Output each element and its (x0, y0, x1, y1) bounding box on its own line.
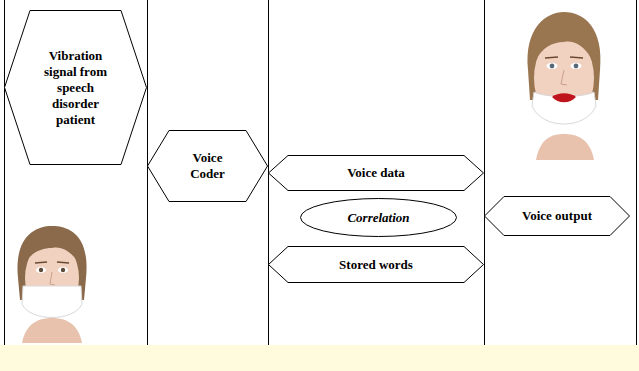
node-label: Voice data (347, 165, 405, 181)
hexagon-node: Voice Coder (147, 130, 268, 202)
hexagon-node: Stored words (268, 246, 484, 283)
node-label: Voice output (522, 208, 592, 224)
node-content: Correlation (300, 198, 457, 237)
node-shape (485, 197, 630, 236)
lane-line (4, 0, 5, 345)
node-shape (301, 199, 457, 237)
node-shape (5, 11, 147, 165)
lane-line (484, 0, 485, 345)
hexagon-node: Voice data (268, 155, 484, 191)
voiced-face (528, 12, 601, 160)
node-content: Voice Coder (147, 130, 268, 202)
node-shape (269, 156, 484, 191)
node-content: Stored words (268, 246, 484, 283)
hexagon-node: Vibration signal from speech disorder pa… (4, 10, 147, 165)
node-content: Vibration signal from speech disorder pa… (4, 10, 147, 165)
node-content: Voice data (268, 155, 484, 191)
ellipse-node: Correlation (300, 198, 457, 237)
lane-lines (5, 0, 637, 345)
lane-line (147, 0, 148, 345)
hexagon-node: Voice output (484, 196, 630, 236)
node-shape (148, 131, 268, 202)
node-label: Correlation (347, 210, 409, 226)
patient-face (17, 226, 86, 343)
footer-band (0, 345, 639, 371)
node-label: Voice Coder (183, 150, 233, 182)
node-content: Voice output (484, 196, 630, 236)
lane-line (636, 0, 637, 345)
node-shape (269, 247, 484, 283)
node-label: Vibration signal from speech disorder pa… (43, 48, 109, 128)
node-label: Stored words (339, 257, 413, 273)
